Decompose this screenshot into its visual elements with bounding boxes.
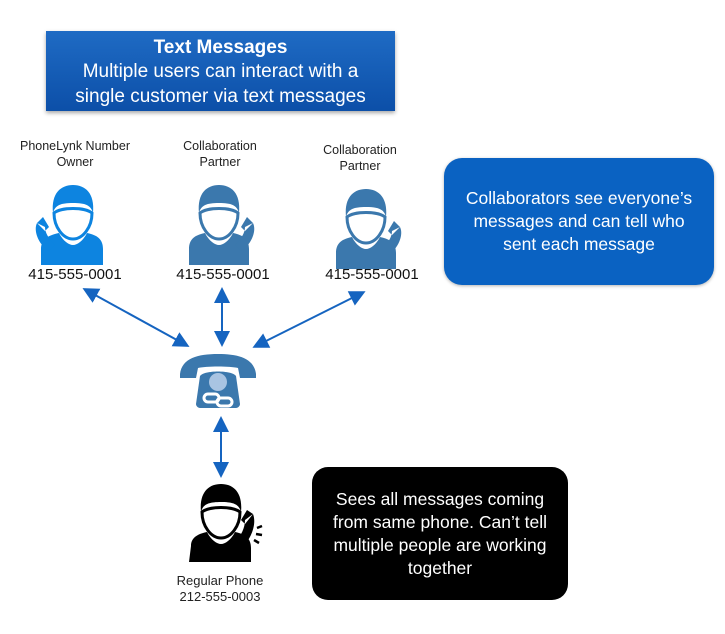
person-phone-icon <box>189 185 255 265</box>
user-owner-number: 415-555-0001 <box>28 266 122 283</box>
collaborators-callout: Collaborators see everyone’s messages an… <box>444 158 714 285</box>
role-line: Partner <box>339 159 381 173</box>
role-line: Partner <box>199 155 241 169</box>
role-line: Collaboration <box>323 143 397 157</box>
arrow-partner2-hub <box>252 291 366 348</box>
collaborators-callout-text: Collaborators see everyone’s messages an… <box>465 188 693 254</box>
linked-telephone-icon <box>180 354 256 408</box>
arrow-owner-hub <box>82 288 190 347</box>
user-partner2-number: 415-555-0001 <box>325 266 419 283</box>
title-banner: Text Messages Multiple users can interac… <box>46 31 395 111</box>
role-line: Collaboration <box>183 139 257 153</box>
customer-number: 212-555-0003 <box>179 589 261 604</box>
person-phone-icon <box>35 185 103 265</box>
user-partner1-role: Collaboration Partner <box>160 138 280 170</box>
role-line: PhoneLynk Number <box>19 139 131 153</box>
diagram-subtitle-line2: single customer via text messages <box>75 86 366 107</box>
person-phone-icon <box>336 189 402 269</box>
user-partner2-role: Collaboration Partner <box>300 142 420 174</box>
role-line: Owner <box>56 155 94 169</box>
customer-label: Regular Phone 212-555-0003 <box>160 573 280 605</box>
customer-callout-text: Sees all messages coming from same phone… <box>333 488 547 578</box>
customer-callout: Sees all messages coming from same phone… <box>312 467 568 600</box>
diagram-title: Text Messages <box>153 37 288 58</box>
user-owner-role: PhoneLynk Number Owner <box>10 138 140 170</box>
person-phone-ringing-icon <box>189 484 263 562</box>
user-partner1-number: 415-555-0001 <box>176 266 270 283</box>
diagram-subtitle-line1: Multiple users can interact with a <box>82 61 359 82</box>
customer-role: Regular Phone <box>176 573 264 588</box>
